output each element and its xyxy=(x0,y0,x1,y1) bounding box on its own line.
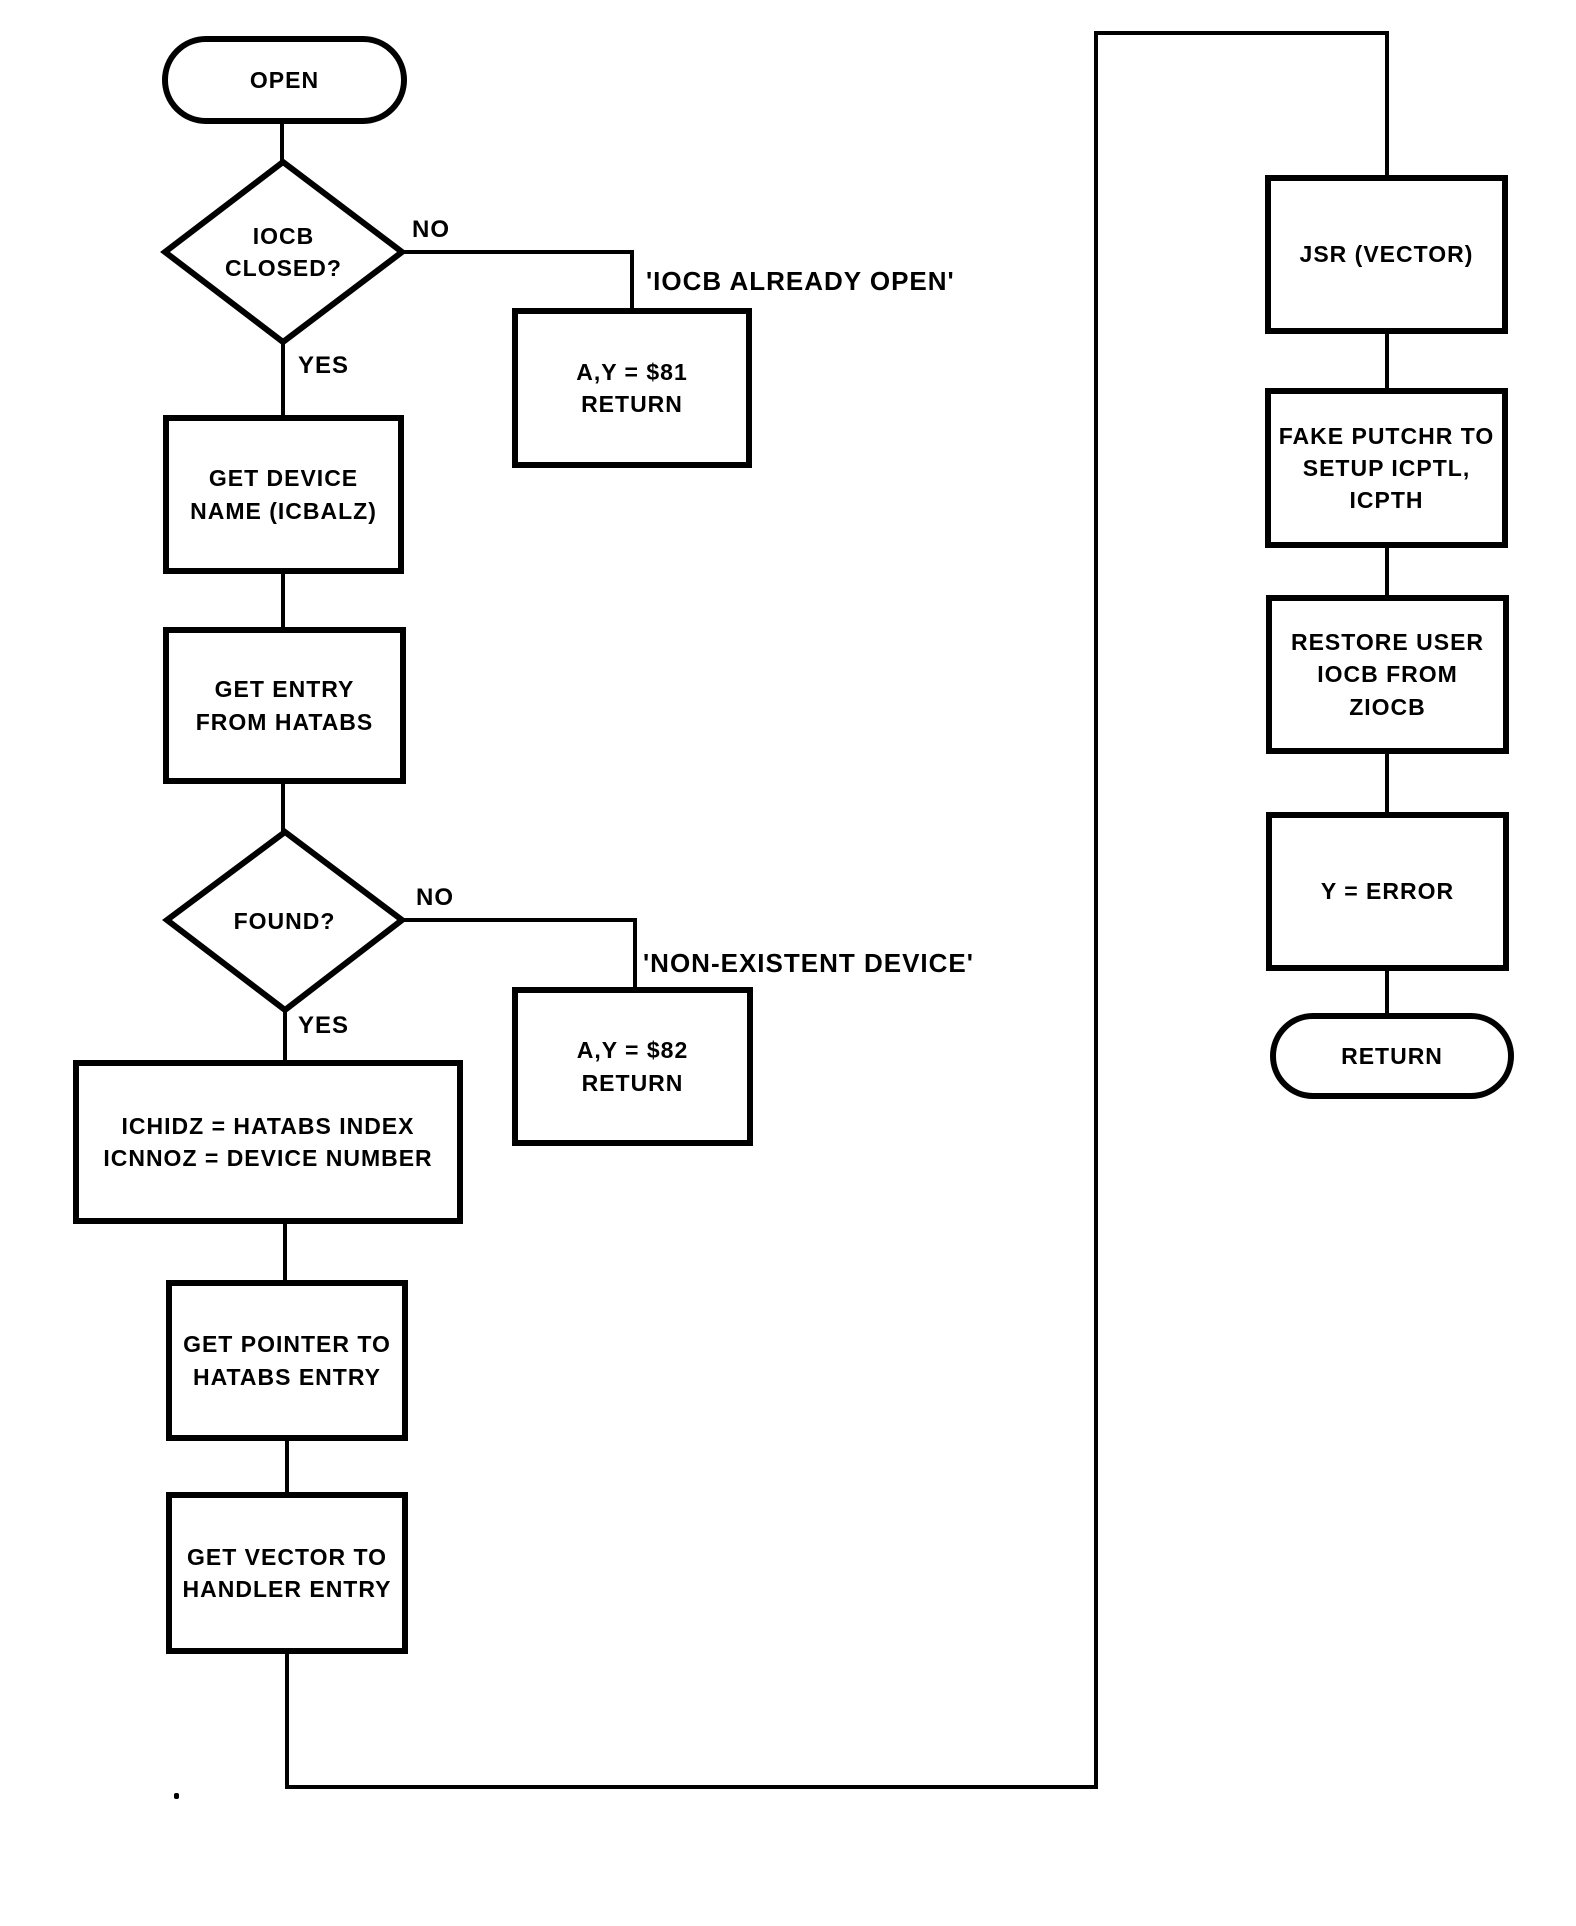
branch-label-no-found: NO xyxy=(416,884,454,911)
annotation-iocb-already-open: 'IOCB ALREADY OPEN' xyxy=(646,266,955,296)
branch-label-no-iocb-closed: NO xyxy=(412,216,450,243)
ink-speck xyxy=(174,1793,179,1799)
process-get-vector-to-handler-entry: GET VECTOR TO HANDLER ENTRY xyxy=(166,1492,408,1654)
process-ay-82-return: A,Y = $82 RETURN xyxy=(512,987,753,1146)
branch-label-yes-iocb-closed: YES xyxy=(298,352,350,379)
annotation-non-existent-device: 'NON-EXISTENT DEVICE' xyxy=(643,948,974,978)
process-ichidz-icnnoz-assign: ICHIDZ = HATABS INDEX ICNNOZ = DEVICE NU… xyxy=(73,1060,463,1224)
terminal-open: OPEN xyxy=(162,36,407,124)
process-restore-user-iocb: RESTORE USER IOCB FROM ZIOCB xyxy=(1266,595,1509,754)
process-get-pointer-to-hatabs-entry: GET POINTER TO HATABS ENTRY xyxy=(166,1280,408,1441)
terminal-return: RETURN xyxy=(1270,1013,1514,1099)
edge-getvector-to-jsr-feedback xyxy=(285,31,1389,1789)
decision-iocb-closed-shape xyxy=(160,158,407,346)
decision-found-label: FOUND? xyxy=(233,907,336,934)
branch-label-yes-found: YES xyxy=(298,1012,350,1039)
process-y-equals-error: Y = ERROR xyxy=(1266,812,1509,971)
process-get-device-name: GET DEVICE NAME (ICBALZ) xyxy=(163,415,404,574)
edge-no-to-ay81 xyxy=(398,250,634,314)
edge-no-to-ay82 xyxy=(398,918,637,992)
process-ay-81-return: A,Y = $81 RETURN xyxy=(512,308,752,468)
process-fake-putchr: FAKE PUTCHR TO SETUP ICPTL, ICPTH xyxy=(1265,388,1508,548)
decision-found-shape xyxy=(162,828,407,1014)
process-jsr-vector: JSR (VECTOR) xyxy=(1265,175,1508,334)
decision-iocb-closed-label: IOCB CLOSED? xyxy=(225,222,342,281)
process-get-entry-from-hatabs: GET ENTRY FROM HATABS xyxy=(163,627,406,784)
